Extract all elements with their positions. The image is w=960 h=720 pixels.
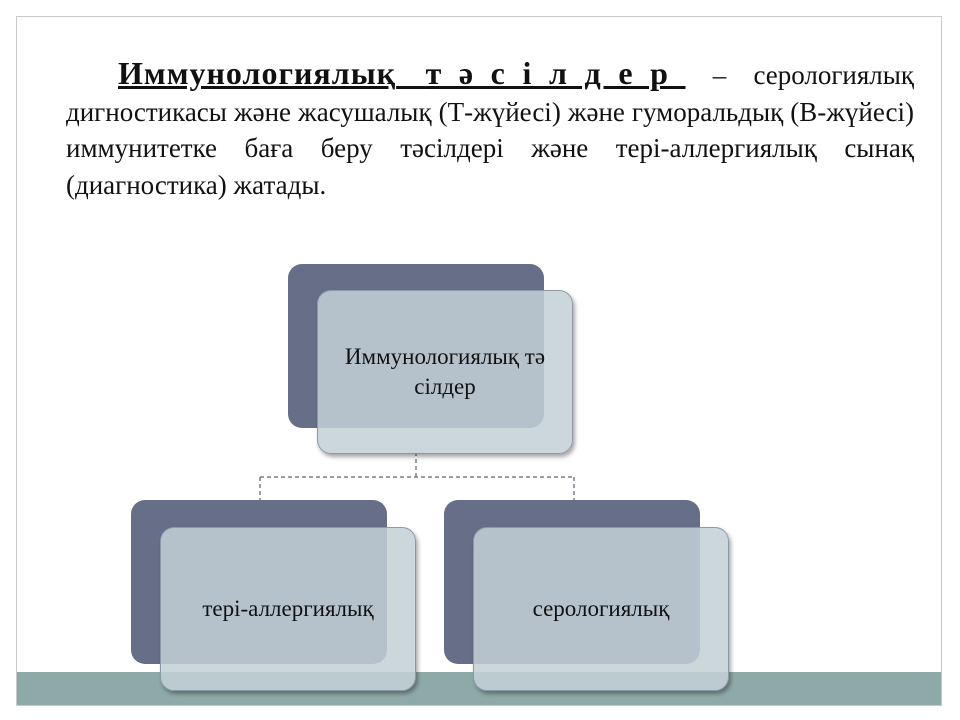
heading-term-part1: Иммунологиялық (118, 55, 397, 91)
left-child-label: тері-аллергиялық (202, 596, 374, 621)
body-paragraph: Иммунологиялық тәсілдер – серологиялық д… (66, 55, 914, 203)
heading-dash: – (685, 60, 727, 90)
right-child-node: серологиялық (473, 527, 729, 691)
right-child-label: серологиялық (532, 596, 670, 621)
heading-term: Иммунологиялық тәсілдер (118, 55, 686, 91)
left-child-node: тері-аллергиялық (160, 527, 416, 691)
heading-term-part2: тәсілдер (425, 55, 686, 91)
root-node-label: Иммунологиялық тәсілдер (344, 344, 546, 399)
body-definition: серологиялық дигностикасы және жасушалық… (66, 60, 915, 200)
root-node: Иммунологиялық тәсілдер (317, 290, 573, 454)
